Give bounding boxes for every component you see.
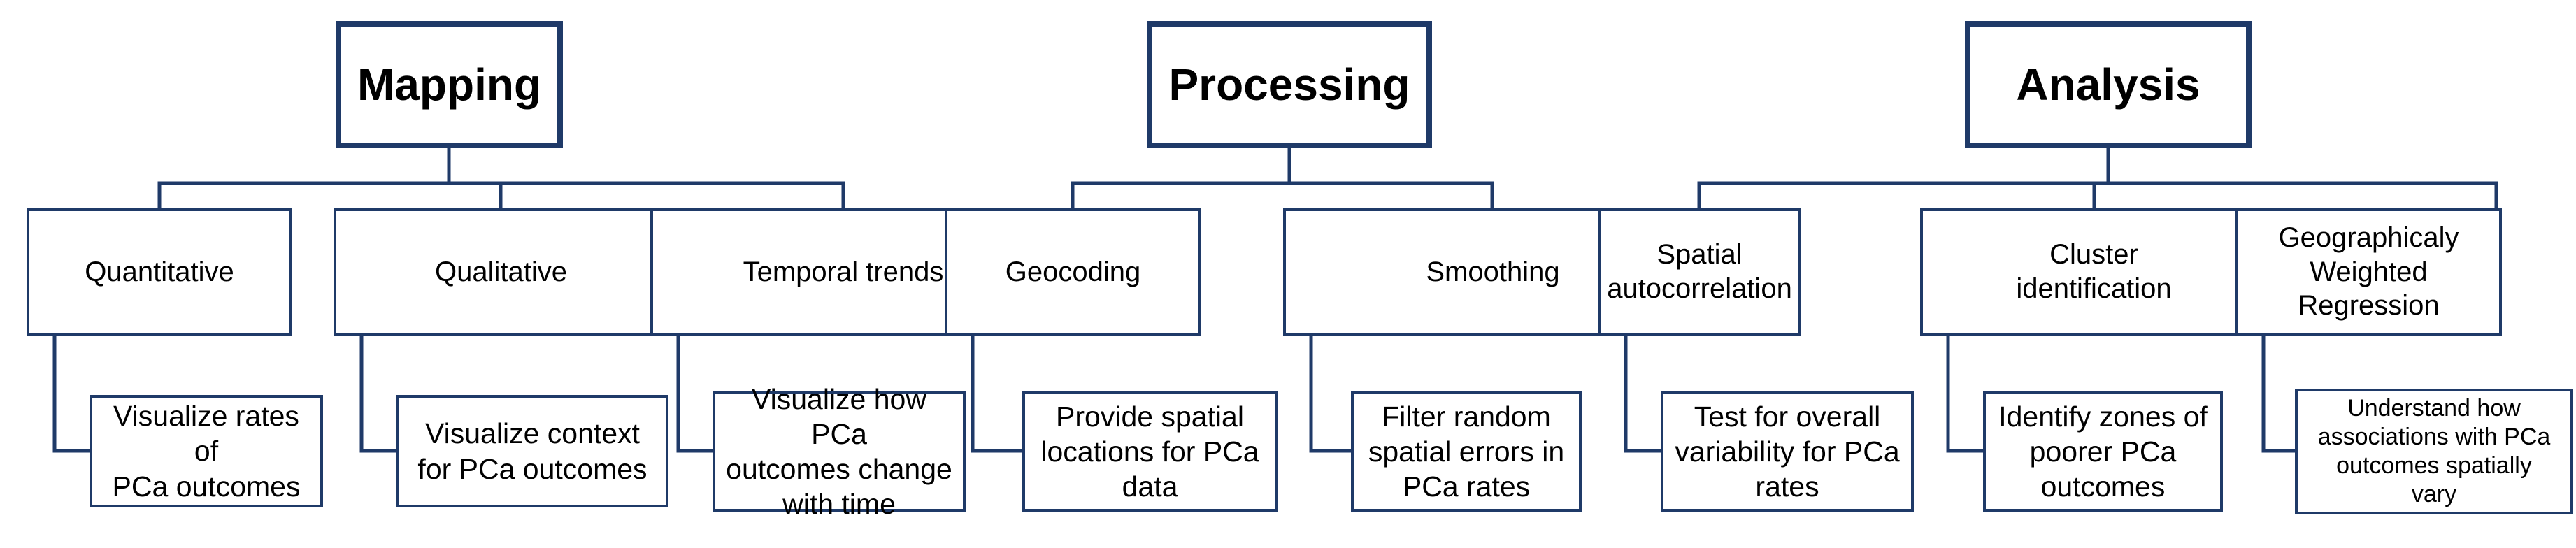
category-box-analysis: Analysis: [1965, 21, 2252, 148]
description-box-cluster-identification: Identify zones of poorer PCa outcomes: [1983, 391, 2223, 512]
description-box-geocoding: Provide spatial locations for PCa data: [1022, 391, 1278, 512]
method-box-geocoding: Geocoding: [945, 208, 1201, 336]
description-box-quantitative: Visualize rates of PCa outcomes: [90, 395, 323, 507]
method-box-quantitative: Quantitative: [27, 208, 292, 336]
method-box-cluster-identification: Cluster identification: [1920, 208, 2268, 336]
method-box-qualitative: Qualitative: [334, 208, 668, 336]
description-box-smoothing: Filter random spatial errors in PCa rate…: [1351, 391, 1582, 512]
category-box-mapping: Mapping: [336, 21, 563, 148]
category-box-processing: Processing: [1147, 21, 1432, 148]
description-box-qualitative: Visualize context for PCa outcomes: [396, 395, 668, 507]
method-box-spatial-autocorrelation: Spatial autocorrelation: [1598, 208, 1801, 336]
description-box-geographically-weighted-regression: Understand how associations with PCa out…: [2295, 389, 2573, 514]
description-box-spatial-autocorrelation: Test for overall variability for PCa rat…: [1661, 391, 1914, 512]
description-box-temporal-trends: Visualize how PCa outcomes change with t…: [713, 383, 966, 520]
method-box-geographically-weighted-regression: Geographicaly Weighted Regression: [2235, 208, 2502, 336]
